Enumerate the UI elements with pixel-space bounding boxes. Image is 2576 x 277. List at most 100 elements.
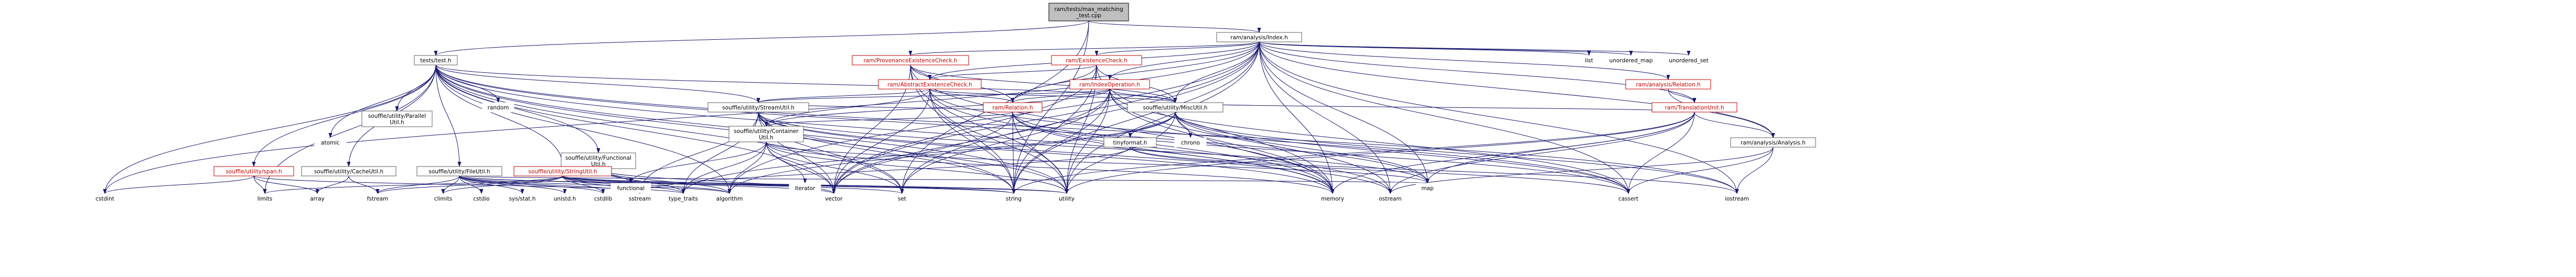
node-label: functional	[617, 185, 645, 192]
node-label: chrono	[1181, 140, 1200, 146]
node-box	[1720, 193, 1754, 204]
edge-index_h-to-map	[1259, 41, 1430, 184]
node-span[interactable]: souffle/utility/span.h	[213, 166, 294, 176]
edge-containerutil-to-memory	[766, 141, 1335, 194]
node-label: atomic	[321, 140, 340, 146]
node-cstdint: cstdint	[89, 193, 121, 204]
node-label: string	[1006, 196, 1022, 202]
node-label: ram/ProvenanceExistenceCheck.h	[864, 58, 958, 64]
node-label: ram/IndexOperation.h	[1079, 82, 1140, 88]
node-miscutil[interactable]: souffle/utility/MiscUtil.h	[1127, 102, 1223, 113]
node-index-op[interactable]: ram/IndexOperation.h	[1069, 79, 1150, 90]
node-label: souffle/utility/StringUtil.h	[528, 169, 597, 175]
edge-index_op-to-set	[900, 88, 1110, 194]
node-box	[610, 183, 651, 193]
edge-index_h-to-trans_unit	[1259, 41, 1697, 103]
edge-index_h-to-algorithm	[727, 41, 1260, 194]
node-box	[482, 102, 514, 113]
edge-miscutil-to-algorithm	[727, 112, 1176, 194]
edge-tests_h-to-atomic	[328, 64, 436, 138]
edge-root-to-tests_h	[434, 20, 1089, 56]
edge-stringutil-to-limits	[263, 175, 563, 194]
edge-ram_relation-to-string	[1012, 112, 1016, 194]
node-label: ram/AbstractExistenceCheck.h	[887, 82, 972, 88]
edge-tests_h-to-miscutil	[435, 64, 1177, 103]
node-label: souffle/utility/Parallel	[368, 113, 426, 119]
node-index-h[interactable]: ram/analysis/Index.h	[1216, 32, 1302, 42]
node-box	[1730, 137, 1816, 148]
node-box	[1051, 193, 1082, 204]
node-relation-an[interactable]: ram/analysis/Relation.h	[1625, 79, 1711, 90]
node-box	[818, 193, 850, 204]
node-label: list	[1585, 58, 1593, 64]
node-label: ram/analysis/Analysis.h	[1741, 140, 1806, 146]
edge-index_h-to-utility	[1065, 41, 1260, 194]
node-box	[1069, 79, 1150, 90]
node-label: Util.h	[759, 135, 774, 141]
edge-containerutil-to-type_traits	[681, 141, 767, 194]
node-prov-check[interactable]: ram/ProvenanceExistenceCheck.h	[852, 55, 969, 65]
edge-tinyformat-to-cassert	[1130, 147, 1630, 194]
node-streamutil[interactable]: souffle/utility/StreamUtil.h	[707, 102, 809, 113]
node-box	[213, 166, 294, 176]
edge-analysis_h-to-iostream	[1735, 147, 1774, 194]
edge-abs_exist-to-containerutil	[764, 88, 930, 127]
node-label: algorithm	[716, 196, 743, 202]
node-random: random	[482, 102, 514, 113]
node-label: unistd.h	[554, 196, 576, 202]
node-ostream: ostream	[1373, 193, 1407, 204]
node-box	[1604, 55, 1658, 65]
node-root[interactable]: ram/tests/max_matching_test.cpp	[1048, 3, 1129, 21]
node-box	[789, 183, 821, 193]
edge-index_h-to-string	[1012, 41, 1260, 194]
node-abs-exist[interactable]: ram/AbstractExistenceCheck.h	[878, 79, 982, 90]
edge-ram_relation-to-cassert	[1012, 112, 1630, 194]
node-iostream: iostream	[1720, 193, 1754, 204]
node-label: ram/ExistenceCheck.h	[1066, 58, 1128, 64]
node-label: Util.h	[591, 161, 606, 168]
node-label: iostream	[1725, 196, 1749, 202]
node-box	[663, 193, 704, 204]
edge-trans_unit-to-cassert	[1626, 112, 1695, 194]
node-cassert: cassert	[1612, 193, 1645, 204]
node-box	[624, 193, 656, 204]
node-cacheutil[interactable]: souffle/utility/CacheUtil.h	[301, 166, 396, 176]
node-exist-check[interactable]: ram/ExistenceCheck.h	[1051, 55, 1142, 65]
edge-analysis_h-to-cassert	[1626, 147, 1774, 194]
edge-index_h-to-ram_relation	[1011, 41, 1260, 103]
edge-stringutil-to-climits	[441, 175, 563, 194]
node-fileutil[interactable]: souffle/utility/FileUtil.h	[416, 166, 502, 176]
edge-index_op-to-containerutil	[764, 88, 1110, 127]
edge-index_h-to-unordered_set	[1259, 41, 1690, 56]
node-box	[1662, 55, 1715, 65]
edge-index_op-to-vector	[832, 88, 1110, 194]
node-box	[249, 193, 281, 204]
node-label: iterator	[795, 185, 815, 192]
edge-tests_h-to-cstdint	[103, 64, 436, 194]
edge-fileutil-to-sys_stat	[459, 175, 524, 194]
edge-tests_h-to-span	[252, 64, 436, 167]
edge-fileutil-to-algorithm	[459, 175, 732, 194]
node-tests-h[interactable]: tests/test.h	[414, 55, 458, 65]
node-stringutil[interactable]: souffle/utility/StringUtil.h	[513, 166, 612, 176]
node-analysis-h[interactable]: ram/analysis/Analysis.h	[1730, 137, 1816, 148]
edge-streamutil-to-utility	[758, 112, 1069, 194]
edge-tests_h-to-set	[435, 64, 904, 194]
edge-index_h-to-list	[1259, 41, 1591, 56]
node-ram-relation[interactable]: ram/Relation.h	[983, 102, 1043, 113]
edge-index_h-to-memory	[1259, 41, 1335, 194]
edge-fileutil-to-climits	[441, 175, 460, 194]
node-trans-unit[interactable]: ram/TranslationUnit.h	[1651, 102, 1737, 113]
edge-abs_exist-to-ram_relation	[929, 88, 1015, 103]
node-tinyformat[interactable]: tinyformat.h	[1103, 137, 1157, 148]
node-label: ram/analysis/Index.h	[1230, 35, 1287, 41]
node-box	[728, 126, 804, 142]
edge-relation_an-to-analysis_h	[1668, 88, 1775, 138]
node-box	[561, 152, 636, 169]
node-map: map	[1415, 183, 1440, 193]
node-iterator: iterator	[789, 183, 821, 193]
node-box	[513, 166, 612, 176]
